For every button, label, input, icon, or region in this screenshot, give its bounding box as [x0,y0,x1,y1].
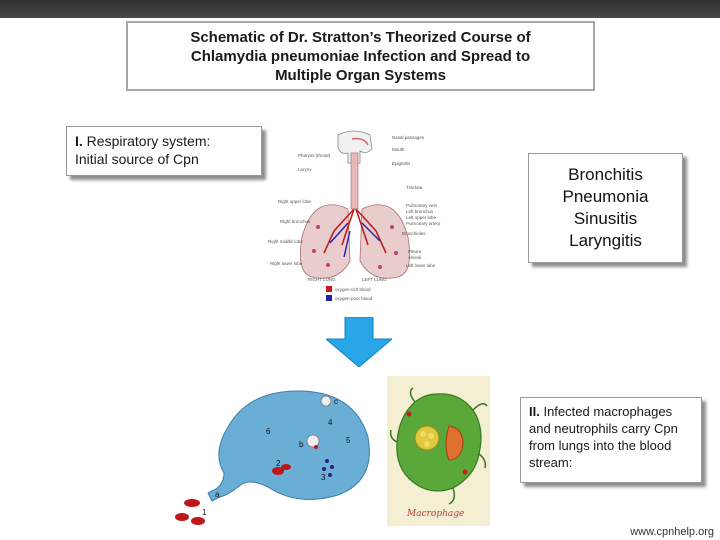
bacterium-dot [325,459,329,463]
disease-sinusitis: Sinusitis [573,209,638,228]
chlamydia-particle [420,431,426,437]
lung-label: Alveoli [408,255,421,260]
left-lung [359,204,411,279]
cell-number-6: 6 [266,427,271,436]
lung-label: Pulmonary artery [406,221,441,226]
lung-label: Pleura [408,249,422,254]
granule [406,411,412,417]
top-bar [0,0,720,18]
lung-label: Right lower lobe [270,261,303,266]
alveoli-dot [316,225,320,229]
red-blood-cell [191,517,205,525]
trachea [350,152,359,210]
title-line-1: Schematic of Dr. Stratton’s Theorized Co… [190,28,531,46]
watermark: www.cpnhelp.org [630,526,714,538]
lung-label: Mouth [392,147,405,152]
macrophage-body [396,393,482,492]
red-blood-cell [184,499,200,507]
cell-letter-b: b [299,440,304,449]
bacterium-dot [322,467,326,471]
alveoli-dot [326,263,330,267]
title-line-3: Multiple Organ Systems [275,66,446,84]
alveoli-dot [390,225,394,229]
red-blood-cell [272,467,284,475]
lung-label: Right bronchus [280,219,311,224]
alveoli-dot [312,249,316,253]
bronchi [323,208,387,254]
granule [462,469,468,475]
legend-label: oxygen-poor blood [335,296,373,301]
lung-label: Right middle lobe [268,239,303,244]
pseudopods [389,387,488,505]
lung-label: Pharynx (throat) [298,153,331,158]
disease-laryngitis: Laryngitis [569,231,642,250]
head-profile [337,130,373,164]
bacterium-dot [330,465,334,469]
lung-label: Bronchioles [402,231,426,236]
alveoli-dot [378,265,382,269]
cell-letter-c: c [334,397,338,406]
respiratory-subtext: Initial source of Cpn [75,151,199,167]
title-box: Schematic of Dr. Stratton’s Theorized Co… [126,21,595,91]
red-blood-cell [175,513,189,521]
nasal-passage [351,138,369,146]
cell-number-4: 4 [328,418,333,427]
cell-body [207,390,370,502]
vacuole [306,434,320,448]
lung-label: LEFT LUNG [362,277,387,282]
legend-label: oxygen-rich blood [335,287,371,292]
legend-swatch-oxygen-rich [326,286,332,292]
cell-number-2: 2 [276,459,281,468]
cell-letter-a: a [215,490,220,499]
respiratory-box: I. Respiratory system: Initial source of… [66,126,262,176]
disease-pneumonia: Pneumonia [562,187,649,206]
lung-label: Left bronchus [406,209,434,214]
macrophage-illustration: Macrophage [387,376,490,526]
cell-number-1: 1 [202,508,207,517]
lung-label: Right upper lobe [278,199,312,204]
chlamydia-particle [424,441,430,447]
macrophage-text: Infected macrophages and neutrophils car… [529,404,678,470]
alveoli-dot [394,251,398,255]
cell-number-3: 3 [321,473,326,482]
lung-label: Pulmonary vein [406,203,438,208]
bacterium-dot [328,473,332,477]
lung-illustration: Nasal passages Mouth Epiglottis Trachea … [268,130,441,301]
respiratory-numeral: I. [75,133,83,149]
right-lung [299,204,351,279]
lung-label: Left lower lobe [406,263,436,268]
artist-signature: Macrophage [406,509,464,519]
macrophage-box: II. Infected macrophages and neutrophils… [520,397,702,483]
pulmonary-vessels [329,222,381,258]
macrophage-numeral: II. [529,404,540,419]
lung-label: Left upper lobe [406,215,437,220]
disease-bronchitis: Bronchitis [568,165,643,184]
lung-label: Nasal passages [392,135,425,140]
lung-label: Epiglottis [392,161,411,166]
cell-illustration: a b c 1 2 3 4 5 6 [175,390,370,525]
title-line-2: Chlamydia pneumoniae Infection and Sprea… [190,47,531,65]
macrophage-nucleus [445,425,464,461]
chlamydia-particle [428,433,434,439]
respiratory-heading: Respiratory system: [86,133,211,149]
cell-number-5: 5 [346,436,351,445]
disease-box: Bronchitis Pneumonia Sinusitis Laryngiti… [528,153,683,263]
red-blood-cell [281,464,291,470]
lung-label: Trachea [406,185,423,190]
bacterium-dot [314,445,318,449]
down-arrow-icon [326,317,392,367]
lung-label: RIGHT LUNG [308,277,336,282]
legend-swatch-oxygen-poor [326,295,332,301]
vacuole [320,395,332,407]
lung-label: Larynx [298,167,312,172]
